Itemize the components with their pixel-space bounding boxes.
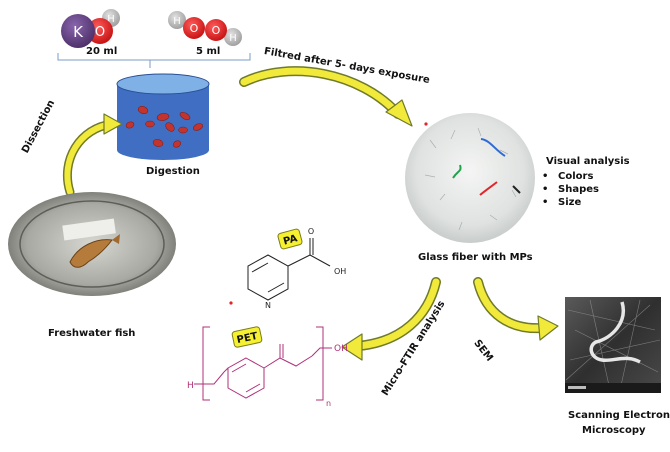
visual-analysis-title: Visual analysis [546, 156, 630, 167]
h2o2-molecule: H H O O [168, 11, 242, 46]
h2o2-volume-label: 5 ml [196, 46, 221, 57]
pet-oh-label: OH [334, 344, 348, 354]
pet-badge-label: PET [236, 331, 259, 346]
hydrogen-label: H [173, 16, 181, 27]
visual-analysis-list: Colors Shapes Size [542, 170, 599, 209]
contaminant-mark [229, 301, 233, 305]
oxygen-label: O [212, 24, 221, 37]
reagent-bracket [57, 53, 251, 68]
potassium-atom [61, 14, 95, 48]
pa-nitrogen-label: N [265, 301, 271, 310]
hydrogen-label: H [107, 14, 115, 25]
pa-badge-label: PA [282, 233, 299, 247]
oxygen-label: O [95, 25, 105, 40]
freshwater-fish-label: Freshwater fish [48, 328, 136, 339]
glass-fiber-filter [405, 113, 535, 243]
oxygen-atom [205, 19, 227, 41]
red-fiber [479, 181, 498, 196]
black-fiber [512, 185, 521, 194]
sem-arrow [473, 277, 559, 341]
oxygen-atom [183, 17, 205, 39]
pet-badge: PET [231, 326, 263, 348]
pet-n-label: n [326, 399, 331, 408]
contaminant-mark [424, 122, 428, 126]
pa-structure [247, 238, 331, 301]
hydrogen-atom [168, 11, 186, 29]
digestion-beaker [116, 73, 210, 160]
pa-oh-label: OH [334, 267, 346, 276]
filtration-arrow [239, 66, 413, 127]
visual-analysis-item: Colors [542, 170, 599, 183]
pet-structure [194, 326, 332, 401]
petri-dish-photo [8, 192, 176, 296]
koh-molecule: H O K [61, 9, 120, 48]
sem-micrograph [565, 297, 661, 393]
hydrogen-atom [224, 28, 242, 46]
koh-volume-label: 20 ml [86, 46, 118, 57]
visual-analysis-item: Size [542, 196, 599, 209]
sem-caption-line1: Scanning Electron [568, 410, 670, 421]
potassium-label: K [73, 23, 84, 41]
glass-fiber-label: Glass fiber with MPs [418, 252, 533, 263]
digestion-label: Digestion [146, 166, 200, 177]
dissection-arrow [62, 113, 123, 197]
pet-h-label: H [187, 381, 194, 391]
blue-fiber [480, 138, 506, 157]
oxygen-label: O [190, 22, 199, 35]
visual-analysis-item: Shapes [542, 183, 599, 196]
pa-oxygen-label: O [308, 227, 314, 236]
hydrogen-label: H [229, 33, 237, 44]
pa-badge: PA [277, 228, 303, 250]
green-fiber [452, 164, 462, 179]
sem-caption-line2: Microscopy [582, 425, 646, 436]
ftir-arrow [341, 277, 441, 361]
